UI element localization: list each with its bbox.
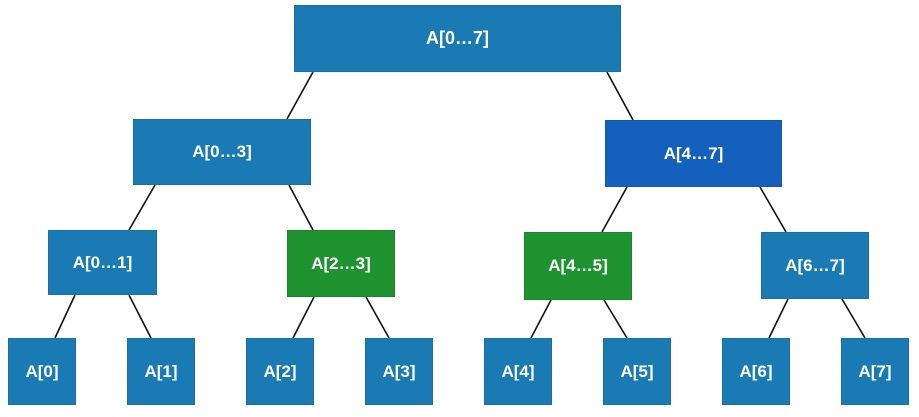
edge-4-5-to-5: [603, 299, 628, 339]
node-label: A[6…7]: [785, 255, 845, 275]
edge-0-3-to-2-3: [288, 184, 314, 231]
edge-0-1-to-1: [128, 294, 152, 339]
leaf-label: A[4]: [501, 361, 535, 381]
leaf-label: A[3]: [382, 361, 416, 381]
tree-node-a-4-7: A[4…7]: [605, 120, 782, 187]
edge-0-1-to-0: [54, 294, 76, 339]
edge-2-3-to-2: [292, 296, 315, 339]
node-label: A[4…7]: [663, 143, 724, 163]
edge-2-3-to-3: [365, 296, 390, 339]
leaf-label: A[7]: [858, 361, 892, 381]
tree-node-a-4-5: A[4…5]: [524, 232, 632, 300]
tree-node-a-0-7: A[0…7]: [294, 5, 621, 72]
tree-leaf-a-2: A[2]: [246, 338, 314, 405]
node-label: A[2…3]: [311, 253, 371, 273]
tree-leaf-a-3: A[3]: [365, 338, 433, 405]
edge-0-3-to-0-1: [128, 184, 156, 231]
node-label: A[0…1]: [72, 252, 133, 272]
tree-node-a-6-7: A[6…7]: [761, 232, 869, 299]
tree-leaf-a-4: A[4]: [484, 338, 552, 405]
tree-node-a-0-1: A[0…1]: [48, 230, 157, 295]
leaf-label: A[5]: [620, 361, 654, 381]
tree-leaf-a-0: A[0]: [8, 338, 76, 405]
tree-leaf-a-1: A[1]: [127, 338, 195, 405]
tree-leaf-a-7: A[7]: [841, 338, 909, 405]
node-label: A[0…3]: [192, 142, 252, 161]
leaf-label: A[1]: [144, 361, 178, 381]
tree-leaf-a-5: A[5]: [603, 338, 671, 405]
edge-root-to-4-7: [606, 71, 634, 121]
leaf-label: A[0]: [25, 361, 59, 381]
edge-root-to-0-3: [286, 71, 314, 120]
edge-4-7-to-6-7: [759, 186, 787, 233]
edge-6-7-to-6: [768, 298, 789, 339]
leaf-label: A[6]: [739, 361, 773, 381]
node-label: A[0…7]: [425, 28, 489, 48]
edge-4-7-to-4-5: [601, 186, 628, 233]
leaf-label: A[2]: [263, 361, 297, 381]
tree-leaf-a-6: A[6]: [722, 338, 790, 405]
tree-node-a-0-3: A[0…3]: [133, 119, 311, 185]
edge-4-5-to-4: [530, 299, 552, 339]
node-label: A[4…5]: [548, 256, 608, 275]
tree-node-a-2-3: A[2…3]: [287, 230, 395, 297]
edge-6-7-to-7: [841, 298, 866, 339]
